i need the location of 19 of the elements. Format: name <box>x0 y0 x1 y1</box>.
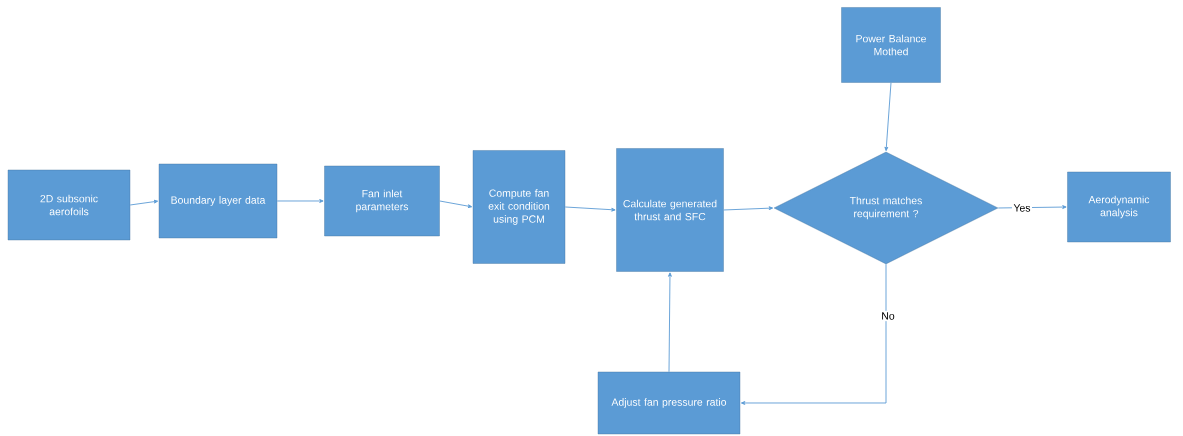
arrow <box>564 206 616 212</box>
process-box: Boundary layer data <box>158 163 278 239</box>
process-box: Aerodynamic analysis <box>1067 171 1171 243</box>
process-box: Fan inlet parameters <box>324 165 440 237</box>
process-box: 2D subsonic aerofoils <box>7 169 131 241</box>
arrow <box>723 206 774 211</box>
edge-label: No <box>879 310 897 322</box>
arrow <box>276 199 324 203</box>
arrow <box>997 205 1067 209</box>
arrow <box>129 199 159 206</box>
arrow <box>439 200 473 209</box>
process-box: Power Balance Mothed <box>841 7 941 83</box>
process-box: Calculate generated thrust and SFC <box>616 148 724 272</box>
process-box: Adjust fan pressure ratio <box>597 371 741 435</box>
process-box: Compute fan exit condition using PCM <box>472 150 566 264</box>
arrow <box>740 263 887 405</box>
arrow <box>668 272 672 373</box>
arrow <box>884 82 892 152</box>
edge-label: Yes <box>1011 202 1033 214</box>
